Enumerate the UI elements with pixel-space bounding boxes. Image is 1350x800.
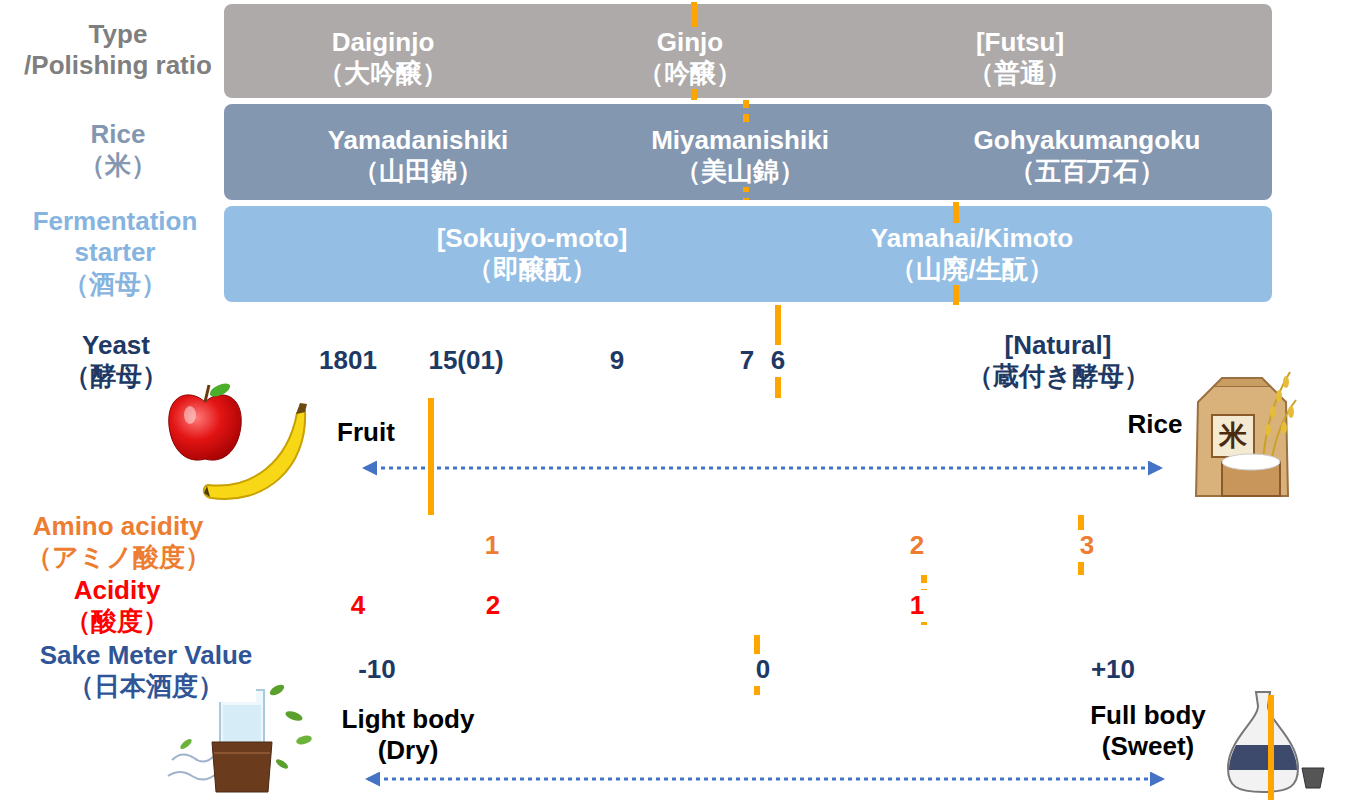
banana-icon xyxy=(204,403,307,499)
rice-bag-icon xyxy=(1196,372,1296,496)
text-holder: [Futsu] （普通） xyxy=(964,27,1076,89)
text-holder: 0 xyxy=(753,654,773,685)
text-holder: Fermentation starter （酒母） xyxy=(29,206,202,300)
text-holder: 7 xyxy=(737,345,757,376)
text-holder: [Sokujyo-moto] （即醸酛） xyxy=(433,223,632,285)
axis-end-label: Rice xyxy=(1125,409,1186,440)
text-holder: 2 xyxy=(907,530,927,561)
text-holder: Rice （米） xyxy=(75,119,161,181)
text-holder: Full body (Sweet) xyxy=(1086,700,1210,762)
position-marker xyxy=(431,305,1271,800)
band-cell: [Sokujyo-moto] （即醸酛） xyxy=(433,223,632,285)
band-cell: Ginjo （吟醸） xyxy=(634,27,746,89)
scale-number: 1 xyxy=(482,530,502,561)
text-holder: -10 xyxy=(355,654,399,685)
scale-number: 1 xyxy=(907,590,927,621)
text-holder: 1 xyxy=(482,530,502,561)
text-holder: Type /Polishing ratio xyxy=(20,19,216,81)
scale-number: 0 xyxy=(753,654,773,685)
scale-number: 2 xyxy=(907,530,927,561)
text-holder: Acidity （酸度） xyxy=(61,575,173,637)
yeast-number: 1801 xyxy=(316,345,380,376)
text-holder: 3 xyxy=(1077,530,1097,561)
text-holder: Amino acidity （アミノ酸度） xyxy=(22,511,215,573)
scale-arrow xyxy=(365,468,1162,779)
axis-end-label: Full body (Sweet) xyxy=(1086,700,1210,762)
row-heading: Type /Polishing ratio xyxy=(20,19,216,81)
text-holder: 15(01) xyxy=(425,345,506,376)
axis-end-label: Fruit xyxy=(334,417,398,448)
yeast-label: [Natural] （蔵付き酵母） xyxy=(963,330,1154,392)
scale-number: 4 xyxy=(348,590,368,621)
scale-number: -10 xyxy=(355,654,399,685)
text-holder: Fruit xyxy=(334,417,398,448)
sake-bottle-icon xyxy=(1228,692,1324,792)
row-heading: Fermentation starter （酒母） xyxy=(29,206,202,300)
text-holder: [Natural] （蔵付き酵母） xyxy=(963,330,1154,392)
row-heading: Yeast （酵母） xyxy=(60,330,172,392)
text-holder: 4 xyxy=(348,590,368,621)
text-holder: 9 xyxy=(607,345,627,376)
yeast-number: 15(01) xyxy=(425,345,506,376)
text-holder: Light body (Dry) xyxy=(338,704,479,766)
text-holder: Yamadanishiki （山田錦） xyxy=(324,125,513,187)
text-holder: Ginjo （吟醸） xyxy=(634,27,746,89)
row-heading: Acidity （酸度） xyxy=(61,575,173,637)
scale-number: 3 xyxy=(1077,530,1097,561)
text-holder: Daiginjo （大吟醸） xyxy=(314,27,452,89)
yeast-number: 9 xyxy=(607,345,627,376)
scale-number: 2 xyxy=(483,590,503,621)
band-cell: Yamadanishiki （山田錦） xyxy=(324,125,513,187)
text-holder: Yamahai/Kimoto （山廃/生酛） xyxy=(867,223,1078,285)
apple-icon xyxy=(169,381,242,460)
band-cell: Gohyakumangoku （五百万石） xyxy=(970,125,1205,187)
text-holder: 1801 xyxy=(316,345,380,376)
band-cell: Daiginjo （大吟醸） xyxy=(314,27,452,89)
text-holder: Rice xyxy=(1125,409,1186,440)
scale-number: +10 xyxy=(1088,654,1138,685)
band-cell: Yamahai/Kimoto （山廃/生酛） xyxy=(867,223,1078,285)
text-holder: 2 xyxy=(483,590,503,621)
rice-band: Rice （米）Yamadanishiki （山田錦）Miyamanishiki… xyxy=(224,104,1272,200)
yeast-number: 6 xyxy=(768,345,788,376)
starter-band: Fermentation starter （酒母）[Sokujyo-moto] … xyxy=(224,206,1272,302)
text-holder: Yeast （酵母） xyxy=(60,330,172,392)
position-marker xyxy=(224,206,1272,302)
band-cell: Miyamanishiki （美山錦） xyxy=(647,125,833,187)
axis-end-label: Light body (Dry) xyxy=(338,704,479,766)
text-holder: Sake Meter Value （日本酒度） xyxy=(36,640,257,702)
row-heading: Amino acidity （アミノ酸度） xyxy=(22,511,215,573)
text-holder: Miyamanishiki （美山錦） xyxy=(647,125,833,187)
text-holder: 1 xyxy=(907,590,927,621)
text-holder: Gohyakumangoku （五百万石） xyxy=(970,125,1205,187)
text-holder: +10 xyxy=(1088,654,1138,685)
row-heading: Rice （米） xyxy=(75,119,161,181)
bag-mark: 米 xyxy=(1216,419,1250,453)
yeast-number: 7 xyxy=(737,345,757,376)
type-band: Type /Polishing ratioDaiginjo （大吟醸）Ginjo… xyxy=(224,4,1272,98)
text-holder: 6 xyxy=(768,345,788,376)
row-heading: Sake Meter Value （日本酒度） xyxy=(36,640,257,702)
band-cell: [Futsu] （普通） xyxy=(964,27,1076,89)
text-holder: 米 xyxy=(1216,419,1250,453)
